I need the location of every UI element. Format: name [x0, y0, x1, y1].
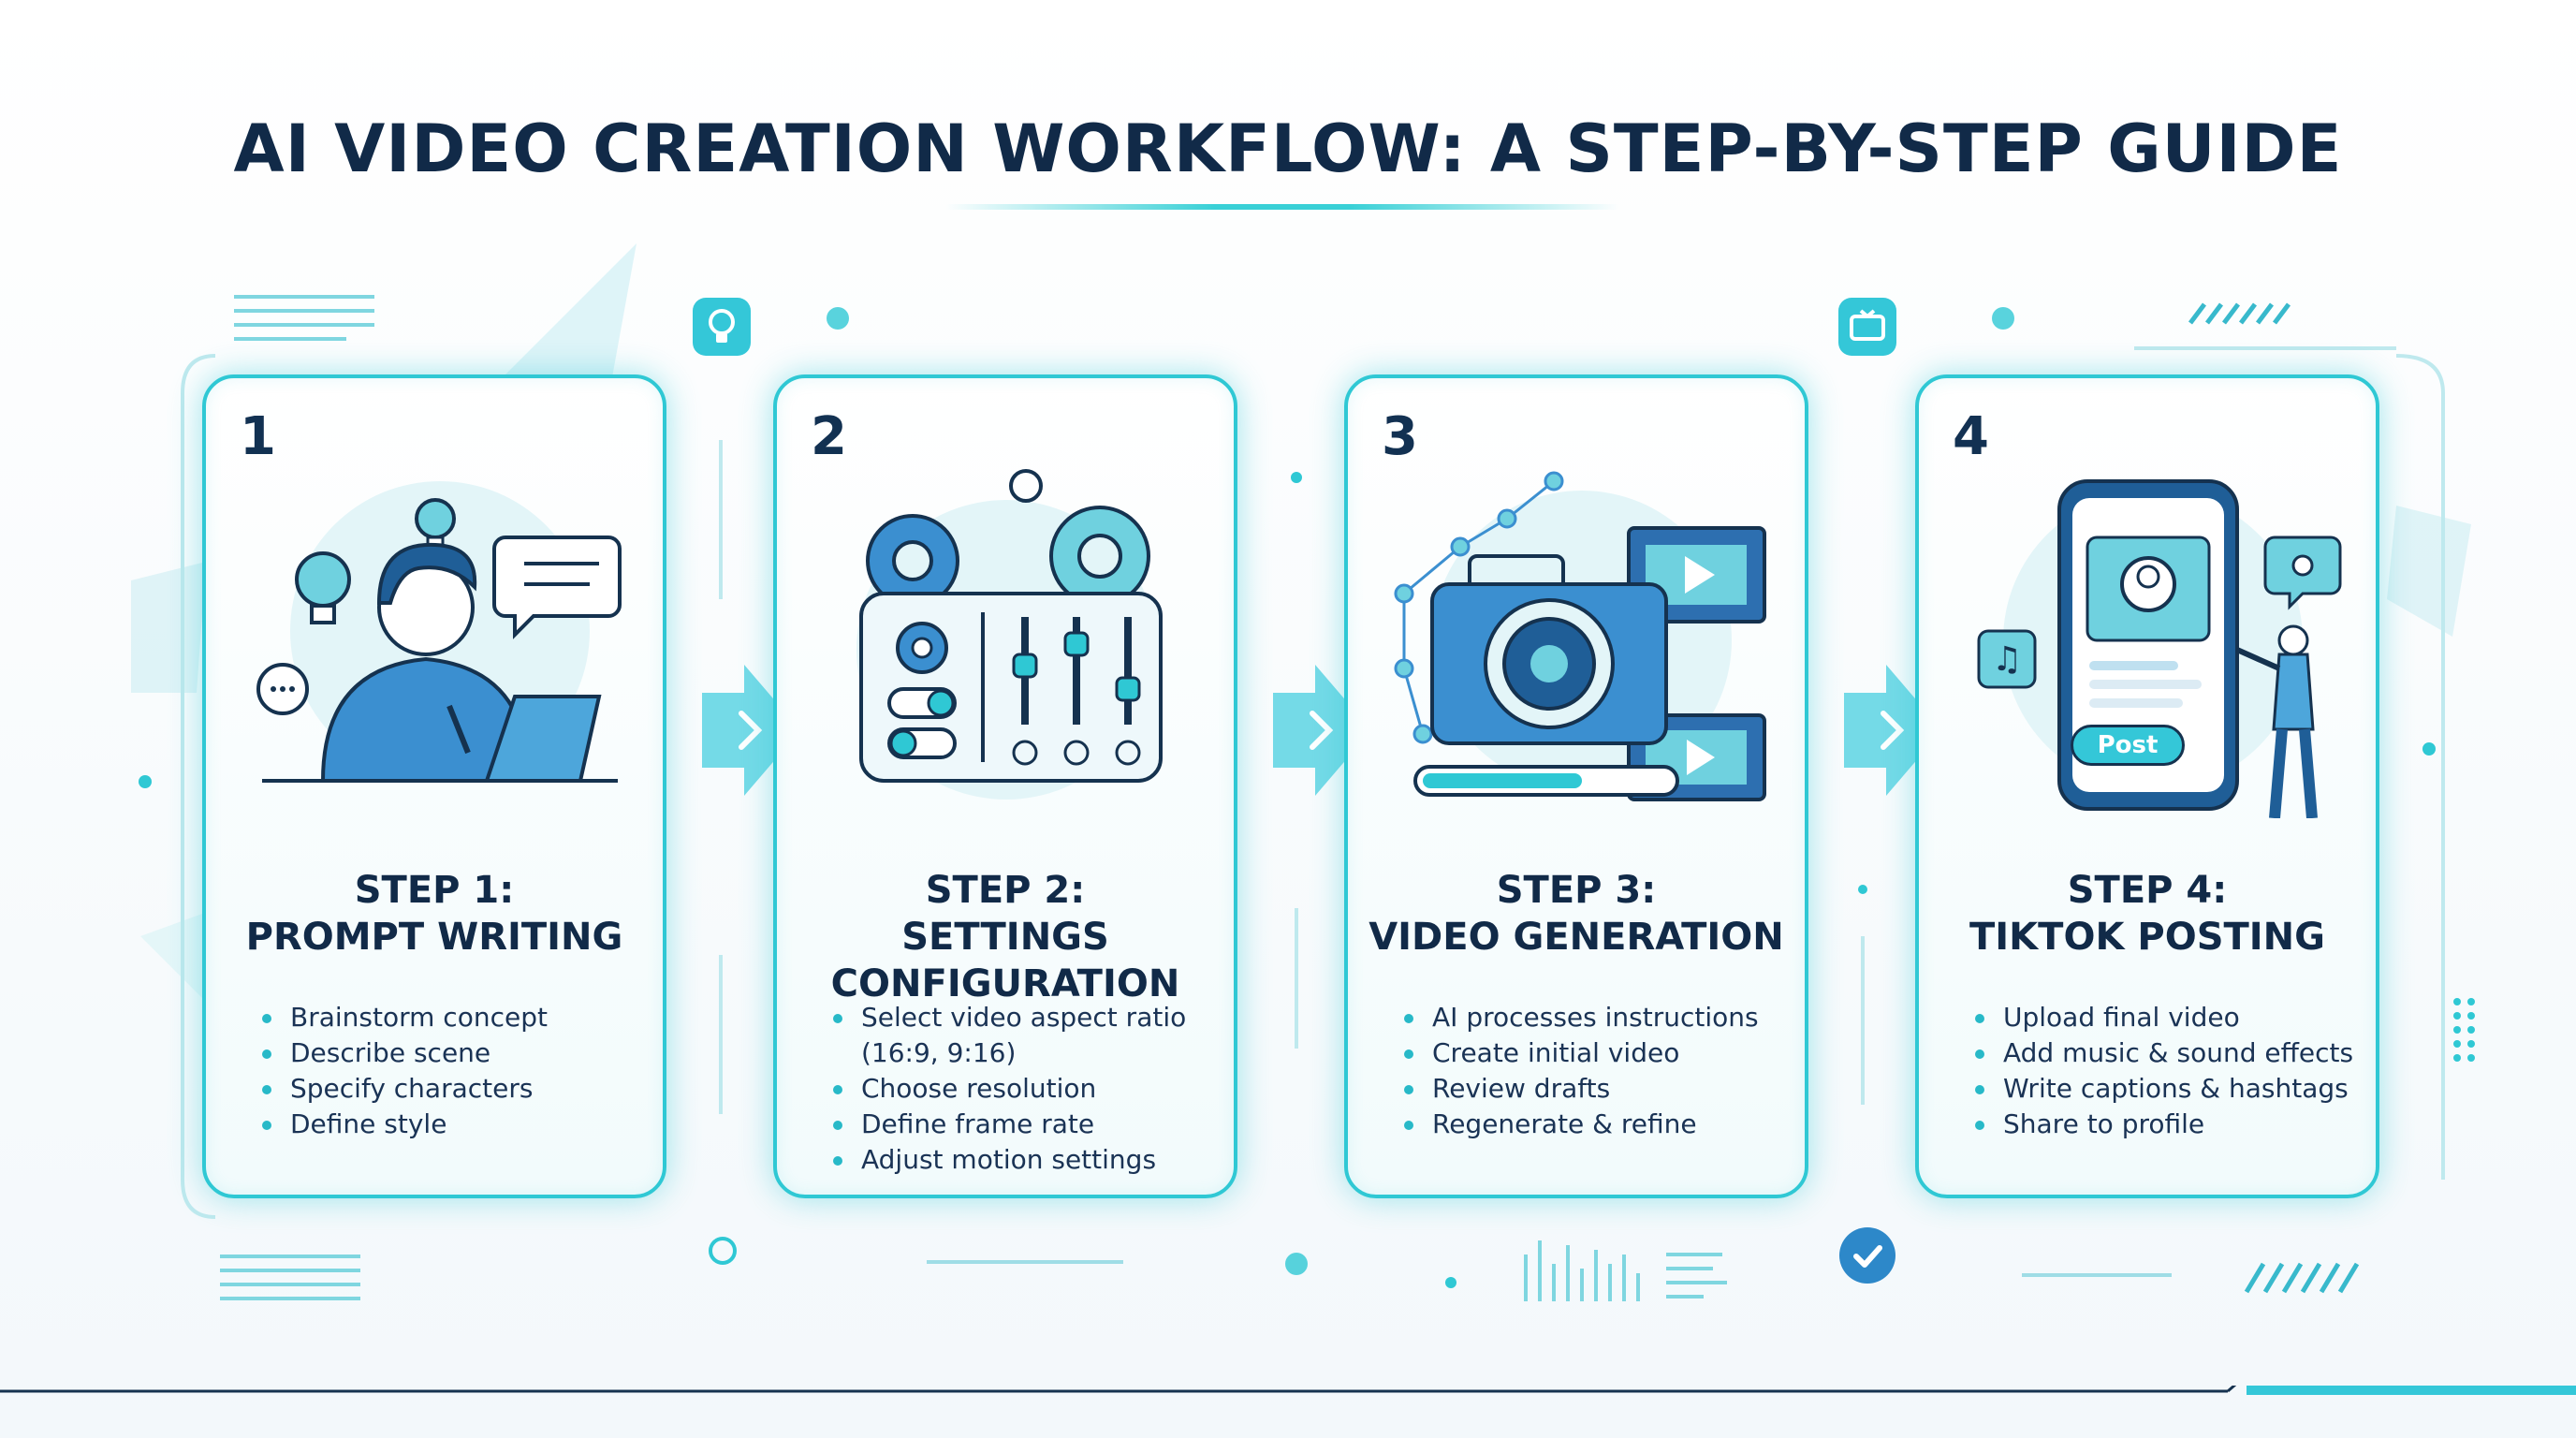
step-title-line-1: STEP 1:: [354, 869, 515, 912]
step-title-line-2: SETTINGS: [901, 916, 1109, 959]
checkmark-badge-icon: [1839, 1227, 1895, 1284]
step-title-line-1: STEP 2:: [925, 869, 1086, 912]
camera-and-film-icon: [1394, 471, 1766, 801]
page-title: AI VIDEO CREATION WORKFLOW: A STEP-BY-ST…: [233, 110, 2343, 187]
list-item: Create initial video: [1402, 1035, 1795, 1071]
list-item: Describe scene: [260, 1035, 653, 1071]
step-bullet-list: Upload final video Add music & sound eff…: [1973, 1000, 2366, 1142]
step-title-line-1: STEP 4:: [2067, 869, 2228, 912]
step-number: 1: [240, 406, 276, 467]
list-item: Share to profile: [1973, 1107, 2366, 1142]
list-item: Regenerate & refine: [1402, 1107, 1795, 1142]
step-number: 4: [1953, 406, 1989, 467]
step-number: 2: [811, 406, 847, 467]
arrow-right-icon: [1273, 665, 1371, 796]
list-item: Upload final video: [1973, 1000, 2366, 1035]
video-badge-icon: [1838, 298, 1896, 356]
arrow-right-icon: [702, 665, 800, 796]
step-bullet-list: AI processes instructions Create initial…: [1402, 1000, 1795, 1142]
step-bullet-list: Select video aspect ratio (16:9, 9:16) C…: [831, 1000, 1224, 1178]
bottom-accent-line: [0, 1386, 2576, 1395]
svg-text:♫: ♫: [1992, 640, 2022, 679]
post-button[interactable]: Post: [2071, 725, 2185, 766]
step-title-line-3: CONFIGURATION: [830, 962, 1180, 1005]
step-title-line-1: STEP 3:: [1496, 869, 1657, 912]
list-item: Specify characters: [260, 1071, 653, 1107]
title-underline: [945, 204, 1619, 210]
list-item: Brainstorm concept: [260, 1000, 653, 1035]
list-item: Add music & sound effects: [1973, 1035, 2366, 1071]
step-title-line-2: VIDEO GENERATION: [1368, 916, 1784, 959]
list-item: AI processes instructions: [1402, 1000, 1795, 1035]
step-card-4: 4 ♫ Post STEP 4: TIKTOK POSTING Upload f…: [1915, 374, 2379, 1198]
arrow-right-icon: [1844, 665, 1942, 796]
step-card-2: 2 STEP 2: SETTINGS CONFIGURATION Select …: [773, 374, 1237, 1198]
list-item: Define frame rate: [831, 1107, 1224, 1142]
post-button-label: Post: [2097, 731, 2159, 759]
list-item: Write captions & hashtags: [1973, 1071, 2366, 1107]
step-bullet-list: Brainstorm concept Describe scene Specif…: [260, 1000, 653, 1142]
step-card-3: 3 STEP 3: VIDEO GENERATION AI processes …: [1344, 374, 1808, 1198]
lightbulb-badge-icon: [693, 298, 751, 356]
step-title-line-2: TIKTOK POSTING: [1969, 916, 2325, 959]
gears-and-sliders-icon: [856, 469, 1163, 800]
list-item: Define style: [260, 1107, 653, 1142]
step-card-1: 1 STEP 1: PROMPT WRITING Brainstorm conc…: [202, 374, 666, 1198]
list-item: Adjust motion settings: [831, 1142, 1224, 1178]
list-item: Select video aspect ratio (16:9, 9:16): [831, 1000, 1224, 1071]
list-item: Choose resolution: [831, 1071, 1224, 1107]
person-writing-icon: [256, 481, 622, 783]
step-number: 3: [1382, 406, 1418, 467]
list-item: Review drafts: [1402, 1071, 1795, 1107]
step-title-line-2: PROMPT WRITING: [245, 916, 623, 959]
